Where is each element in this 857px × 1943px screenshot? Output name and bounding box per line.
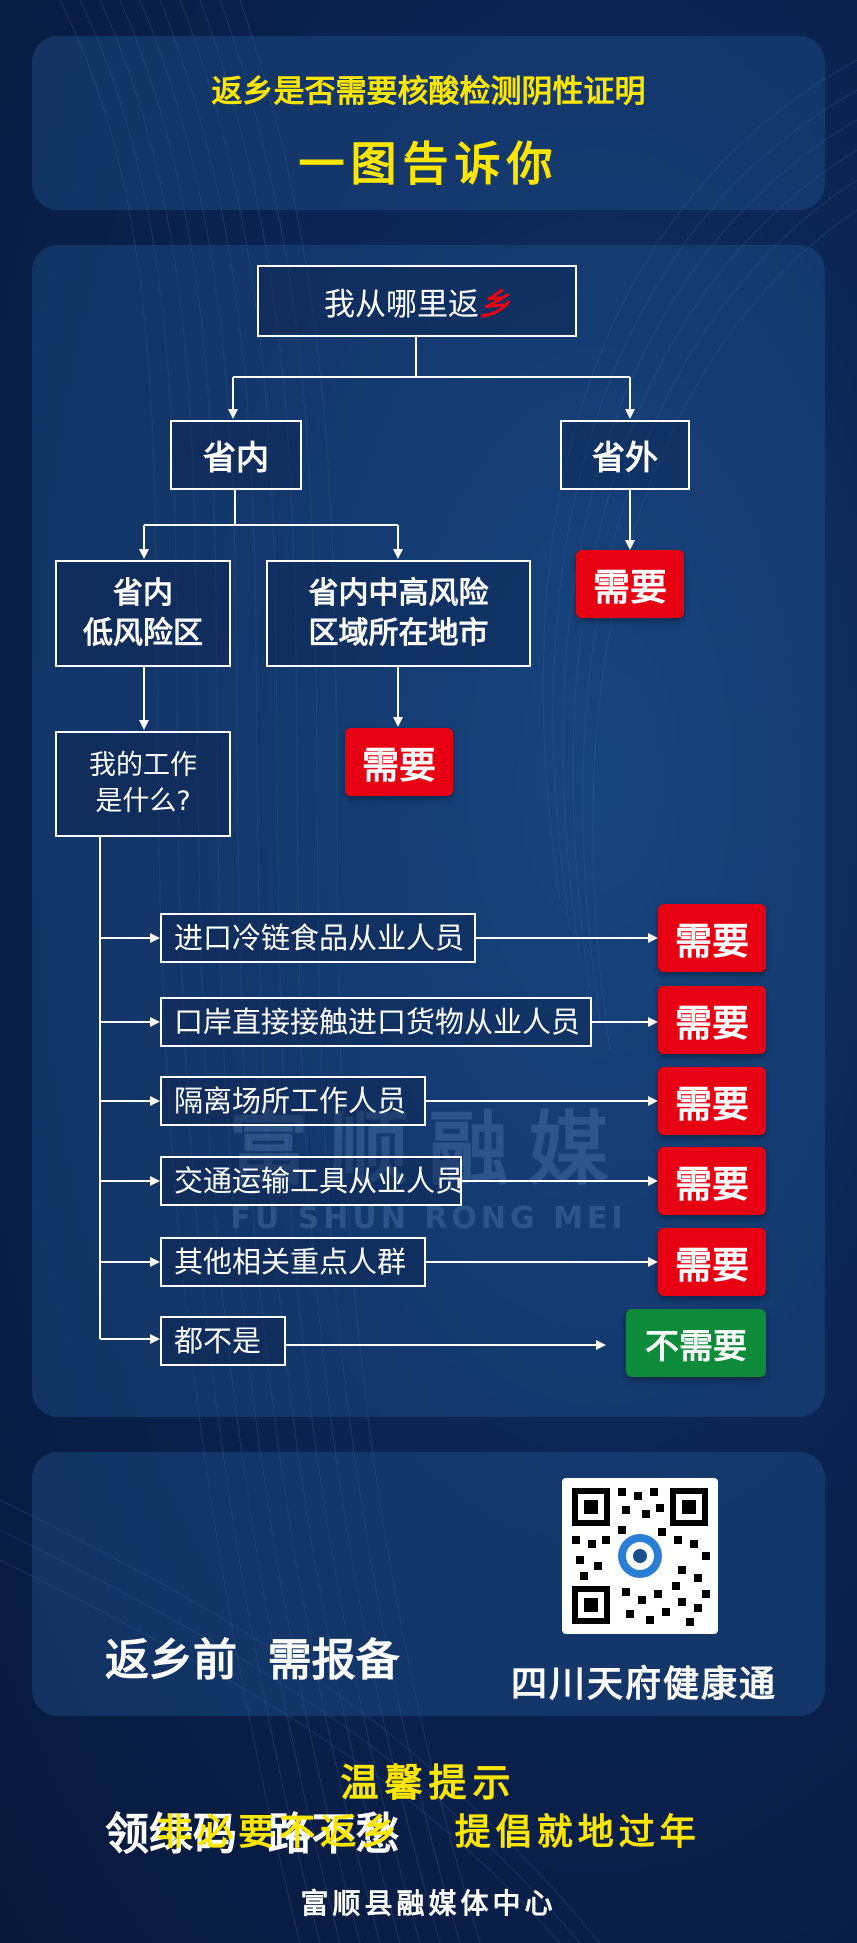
low-risk-line1: 省内 — [113, 575, 173, 611]
no-need-label: 不需要 — [645, 1326, 747, 1367]
job-other-key-groups: 其他相关重点人群 — [160, 1237, 426, 1287]
need-label: 需要 — [675, 1083, 749, 1126]
job-quarantine-site: 隔离场所工作人员 — [160, 1076, 426, 1126]
need-label: 需要 — [593, 566, 667, 609]
mid-high-need-tag: 需要 — [345, 728, 453, 796]
low-risk-box: 省内 低风险区 — [55, 560, 231, 667]
header-panel — [32, 36, 825, 210]
job-question-box: 我的工作 是什么? — [55, 731, 231, 837]
flowchart-panel — [32, 245, 825, 1417]
footer-org: 富顺县融媒体中心 — [300, 1887, 557, 1920]
other-key-need-tag: 需要 — [658, 1228, 766, 1296]
job-transport: 交通运输工具从业人员 — [160, 1156, 464, 1206]
job-none: 都不是 — [160, 1316, 286, 1366]
in-province-label: 省内 — [203, 438, 269, 477]
out-province-label: 省外 — [592, 438, 658, 477]
origin-question-highlight: 乡 — [479, 286, 510, 323]
header-subtitle: 一图告诉你 — [298, 137, 559, 191]
quarantine-need-tag: 需要 — [658, 1067, 766, 1135]
header-title: 返乡是否需要核酸检测阴性证明 — [211, 74, 646, 110]
low-risk-line2: 低风险区 — [83, 615, 203, 651]
need-label: 需要 — [675, 920, 749, 963]
need-label: 需要 — [675, 1163, 749, 1206]
promo-line2: 领绿码 路不愁 — [105, 1809, 400, 1860]
transport-need-tag: 需要 — [658, 1147, 766, 1215]
need-label: 需要 — [675, 1244, 749, 1287]
tip-text: 非必要不返乡 提倡就地过年 — [156, 1812, 701, 1853]
job-question-line1: 我的工作 — [89, 750, 197, 781]
need-label: 需要 — [362, 744, 436, 787]
mid-high-risk-line2: 区域所在地市 — [308, 615, 489, 651]
job-port-cargo: 口岸直接接触进口货物从业人员 — [160, 997, 592, 1047]
mid-high-risk-line1: 省内中高风险 — [308, 575, 489, 611]
qr-caption: 四川天府健康通 — [510, 1664, 777, 1705]
out-province-need-tag: 需要 — [576, 550, 684, 618]
tip-title: 温馨提示 — [340, 1761, 517, 1805]
watermark: 富顺融媒 FU SHUN RONG MEI — [0, 1085, 857, 1236]
promo-line1: 返乡前 需报备 — [105, 1635, 400, 1686]
job-question-line2: 是什么? — [95, 786, 191, 817]
port-cargo-need-tag: 需要 — [658, 986, 766, 1054]
out-province-box: 省外 — [560, 420, 690, 490]
cold-chain-need-tag: 需要 — [658, 904, 766, 972]
origin-question-text: 我从哪里返 — [324, 286, 479, 323]
qr-code[interactable] — [562, 1478, 718, 1634]
qr-code-image — [572, 1488, 710, 1626]
watermark-en: FU SHUN RONG MEI — [230, 1201, 627, 1236]
need-label: 需要 — [675, 1002, 749, 1045]
mid-high-risk-box: 省内中高风险 区域所在地市 — [266, 560, 531, 667]
origin-question-box: 我从哪里返乡 — [257, 265, 577, 337]
promo-slogan: 返乡前 需报备 领绿码 路不愁 — [105, 1516, 400, 1922]
none-no-need-tag: 不需要 — [626, 1309, 766, 1377]
job-cold-chain: 进口冷链食品从业人员 — [160, 913, 476, 963]
in-province-box: 省内 — [170, 420, 302, 490]
